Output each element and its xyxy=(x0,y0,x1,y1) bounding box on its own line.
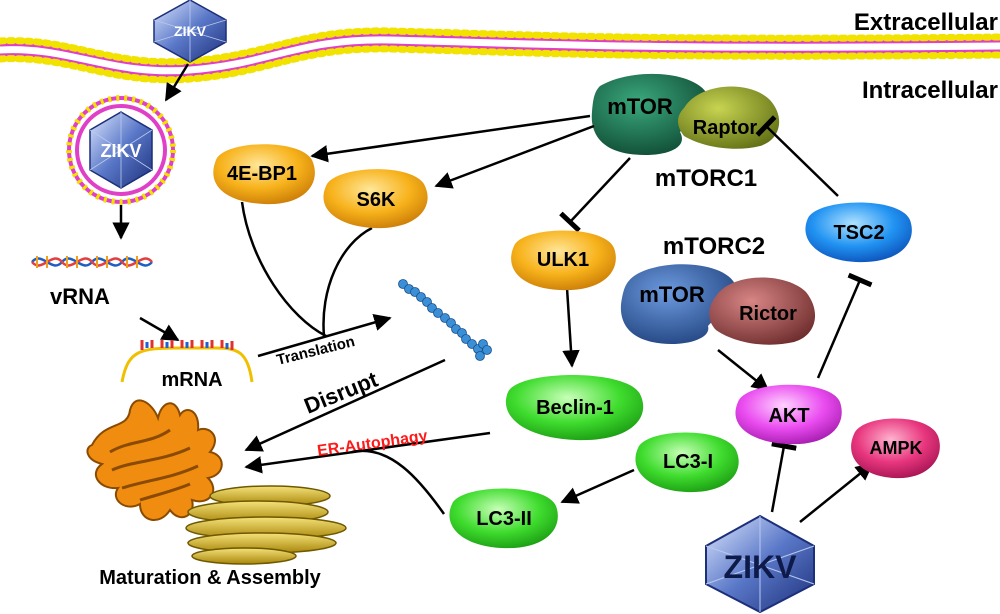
protein-s6k-node: S6K xyxy=(323,169,428,229)
polypeptide-chain-icon xyxy=(398,279,492,361)
protein-s6k-label: S6K xyxy=(357,189,396,211)
virus-main-icon: ZIKV xyxy=(705,514,815,614)
mtorc2-mtor-subunit xyxy=(620,264,737,345)
inhibit-tsc2-to-mtorc1 xyxy=(755,115,839,197)
protein-akt-node: AKT xyxy=(735,384,842,445)
arrow-ulk1-to-beclin1 xyxy=(562,287,580,368)
mtorc1-raptor-label: Raptor xyxy=(693,117,758,139)
protein-4ebp1-label: 4E-BP1 xyxy=(227,163,297,185)
protein-beclin1-node: Beclin-1 xyxy=(505,375,644,441)
golgi-apparatus-icon xyxy=(185,485,347,565)
protein-4ebp1-node: 4E-BP1 xyxy=(213,144,315,205)
intracellular-label: Intracellular xyxy=(862,77,998,104)
virus-main-label: ZIKV xyxy=(724,549,798,585)
disrupt-label: Disrupt xyxy=(301,366,382,418)
mtorc2-complex: mTORC2 mTOR Rictor xyxy=(620,233,816,345)
protein-ampk-label: AMPK xyxy=(870,438,923,458)
extracellular-label: Extracellular xyxy=(854,9,998,36)
curve-lc3ii-to-er xyxy=(351,449,446,515)
vrna-label: vRNA xyxy=(50,284,110,309)
protein-lc3ii-node: LC3-II xyxy=(449,488,558,549)
arrow-mtorc2-to-akt xyxy=(717,349,770,392)
inhibit-akt-to-tsc2 xyxy=(816,272,873,379)
curve-4ebp1-to-translation xyxy=(240,201,327,338)
protein-ulk1-label: ULK1 xyxy=(537,249,589,271)
protein-lc3ii-label: LC3-II xyxy=(476,508,532,530)
virus-endosome-label: ZIKV xyxy=(100,141,141,161)
mtorc1-raptor-subunit xyxy=(678,86,780,149)
membrane-beads-top xyxy=(0,27,1000,66)
arrow-entry-to-endosome xyxy=(164,63,190,102)
arrow-lc3i-to-lc3ii xyxy=(560,468,635,504)
protein-tsc2-node: TSC2 xyxy=(805,202,912,263)
protein-tsc2-label: TSC2 xyxy=(833,222,884,244)
protein-lc3i-node: LC3-I xyxy=(635,432,739,493)
arrow-vrna-to-mrna xyxy=(139,316,180,342)
protein-ulk1-node: ULK1 xyxy=(511,230,616,291)
arrow-mtorc1-to-s6k xyxy=(434,124,595,189)
curve-s6k-to-translation xyxy=(322,226,373,337)
mtorc1-label: mTORC1 xyxy=(655,165,757,192)
mrna-strand-icon xyxy=(120,340,254,383)
mtorc2-mtor-label: mTOR xyxy=(639,282,705,307)
mtorc2-rictor-label: Rictor xyxy=(739,303,797,325)
mtorc2-rictor-subunit xyxy=(709,277,816,345)
inhibit-zikv-to-akt xyxy=(770,441,797,513)
endoplasmic-reticulum-icon xyxy=(86,399,223,521)
arrow-translation xyxy=(257,313,392,358)
virus-entry-label: ZIKV xyxy=(174,23,207,39)
virus-entry-icon: ZIKV xyxy=(153,0,227,63)
maturation-assembly-label: Maturation & Assembly xyxy=(99,567,321,589)
mtorc2-label: mTORC2 xyxy=(663,233,765,260)
endosome-icon: ZIKV xyxy=(66,95,176,205)
protein-akt-label: AKT xyxy=(768,405,809,427)
arrow-zikv-to-ampk xyxy=(799,462,874,523)
mrna-label: mRNA xyxy=(161,369,222,391)
arrow-mtorc1-to-4ebp1 xyxy=(310,114,591,163)
mtorc1-mtor-label: mTOR xyxy=(607,94,673,119)
protein-beclin1-label: Beclin-1 xyxy=(536,397,614,419)
protein-lc3i-label: LC3-I xyxy=(663,451,713,473)
mtorc1-mtor-subunit xyxy=(591,73,709,156)
inhibit-mtorc1-to-ulk1 xyxy=(559,157,631,233)
cell-membrane xyxy=(0,27,1000,84)
mtorc1-complex: mTOR Raptor mTORC1 xyxy=(591,73,780,192)
protein-ampk-node: AMPK xyxy=(851,418,940,479)
membrane-beads-bottom xyxy=(0,45,1000,84)
er-autophagy-label: ER-Autophagy xyxy=(316,428,428,460)
arrow-disrupt xyxy=(244,358,446,452)
vrna-strands-icon xyxy=(31,256,153,268)
